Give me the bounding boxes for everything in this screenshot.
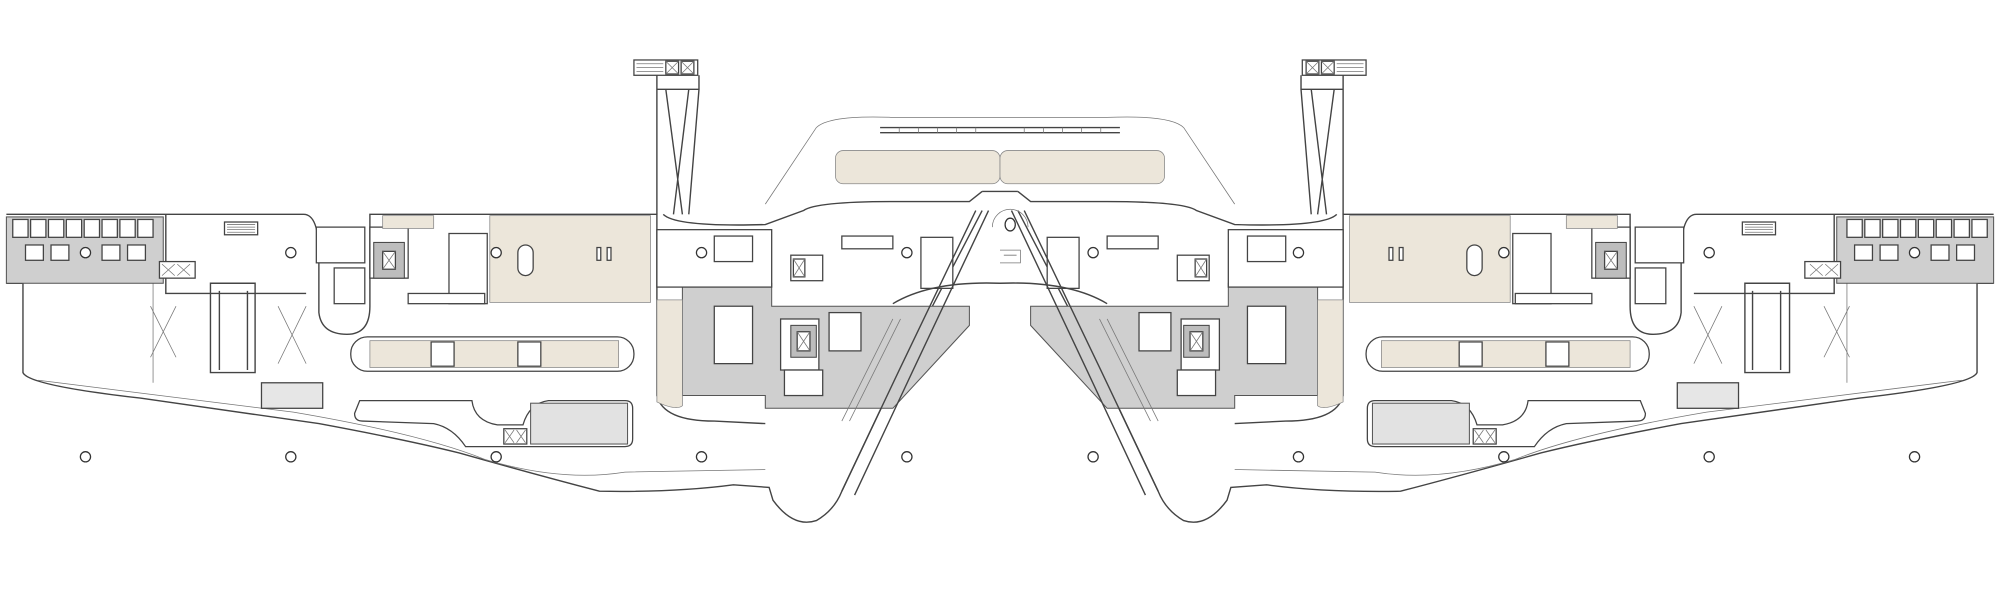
- plan-right-half: [999, 59, 1995, 523]
- plan-left-half: [5, 59, 1001, 523]
- spiral-stair: [991, 208, 1029, 264]
